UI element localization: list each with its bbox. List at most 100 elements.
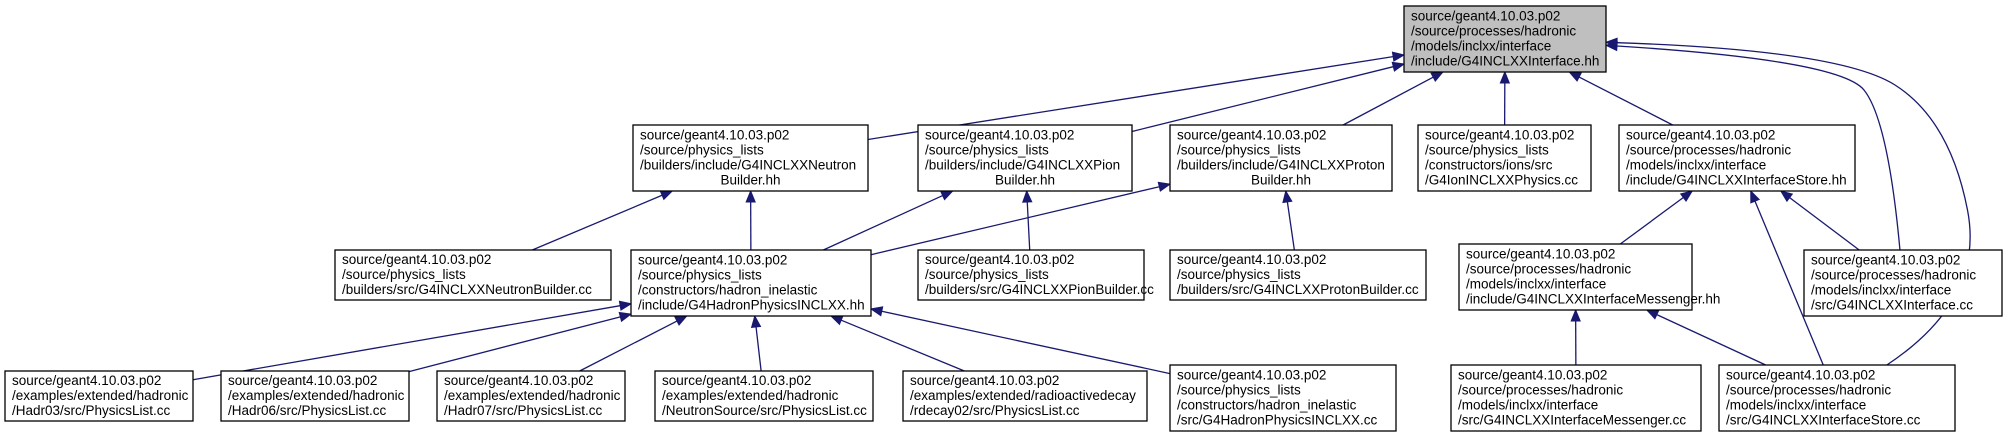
arrowhead bbox=[1750, 189, 1761, 204]
node-box bbox=[1718, 364, 1956, 432]
edge-interface-messenger-hh-to-interface-store-hh bbox=[1619, 190, 1694, 245]
edge-hadron-physics-hh-to-proton-builder-hh bbox=[870, 181, 1172, 256]
node-box bbox=[1450, 364, 1702, 432]
edge-line bbox=[1578, 76, 1673, 126]
edge-line bbox=[823, 194, 943, 251]
edge-interface-cc-to-interface-store-hh bbox=[1779, 190, 1860, 251]
node-neutron-source[interactable]: source/geant4.10.03.p02/examples/extende… bbox=[654, 370, 874, 422]
node-pion-builder-cc[interactable]: source/geant4.10.03.p02/source/physics_l… bbox=[917, 249, 1154, 301]
edge-line bbox=[870, 186, 1160, 256]
node-label-line: source/geant4.10.03.p02 bbox=[1177, 252, 1326, 267]
node-label-line: /src/G4INCLXXInterface.cc bbox=[1811, 298, 1973, 313]
edge-line bbox=[755, 326, 762, 372]
arrowhead bbox=[1282, 189, 1293, 204]
node-hadr07[interactable]: source/geant4.10.03.p02/examples/extende… bbox=[436, 370, 626, 422]
edge-line bbox=[1656, 314, 1766, 366]
arrowhead bbox=[1430, 71, 1445, 83]
node-label-line: /examples/extended/radioactivedecay bbox=[910, 388, 1136, 403]
arrowhead bbox=[1779, 190, 1794, 203]
node-hadron-physics-hh[interactable]: source/geant4.10.03.p02/source/physics_l… bbox=[630, 249, 872, 317]
node-hadr03[interactable]: source/geant4.10.03.p02/examples/extende… bbox=[4, 370, 194, 422]
node-interface-messenger-hh[interactable]: source/geant4.10.03.p02/source/processes… bbox=[1458, 243, 1720, 311]
arrowhead bbox=[1604, 37, 1618, 48]
node-label-line: source/geant4.10.03.p02 bbox=[1466, 247, 1615, 262]
arrowhead bbox=[659, 190, 674, 201]
node-proton-builder-hh[interactable]: source/geant4.10.03.p02/source/physics_l… bbox=[1169, 124, 1393, 192]
node-proton-builder-cc[interactable]: source/geant4.10.03.p02/source/physics_l… bbox=[1169, 249, 1427, 301]
node-label-line: /builders/include/G4INCLXXProton bbox=[1177, 158, 1385, 173]
node-label-line: source/geant4.10.03.p02 bbox=[910, 373, 1059, 388]
edge-proton-builder-cc-to-proton-builder-hh bbox=[1282, 189, 1296, 251]
node-label-line: /source/physics_lists bbox=[1177, 143, 1301, 158]
node-label-line: /builders/include/G4INCLXXPion bbox=[925, 158, 1120, 173]
node-label-line: /source/processes/hadronic bbox=[1811, 268, 1976, 283]
node-interface-store-cc[interactable]: source/geant4.10.03.p02/source/processes… bbox=[1718, 364, 1956, 432]
arrowhead bbox=[1645, 309, 1660, 320]
edge-rdecay02-to-hadron-physics-hh bbox=[829, 315, 965, 372]
node-label-line: source/geant4.10.03.p02 bbox=[228, 373, 377, 388]
arrowhead bbox=[1391, 61, 1406, 72]
edge-line bbox=[1616, 45, 1901, 251]
node-label-line: /constructors/ions/src bbox=[1425, 158, 1553, 173]
edge-line bbox=[1286, 201, 1296, 251]
node-box bbox=[917, 249, 1145, 301]
edge-interface-messenger-cc-to-interface-messenger-hh bbox=[1570, 308, 1581, 366]
node-label-line: source/geant4.10.03.p02 bbox=[1177, 368, 1326, 383]
arrowhead bbox=[1679, 190, 1694, 203]
edge-line bbox=[881, 310, 1171, 375]
node-label-line: source/geant4.10.03.p02 bbox=[638, 253, 787, 268]
node-label-line: /source/processes/hadronic bbox=[1458, 383, 1623, 398]
edge-hadron-physics-hh-to-pion-builder-hh bbox=[823, 190, 954, 251]
node-label-line: /models/inclxx/interface bbox=[1411, 39, 1551, 54]
node-box bbox=[1169, 249, 1427, 301]
node-root[interactable]: source/geant4.10.03.p02/source/processes… bbox=[1403, 5, 1607, 73]
arrowhead bbox=[618, 300, 633, 311]
node-label-line: Builder.hh bbox=[720, 173, 780, 188]
node-label-line: source/geant4.10.03.p02 bbox=[925, 128, 1074, 143]
edge-pion-builder-hh-to-root bbox=[1131, 61, 1406, 133]
arrowhead bbox=[1157, 181, 1172, 192]
edge-neutron-source-to-hadron-physics-hh bbox=[750, 314, 762, 372]
node-neutron-builder-cc[interactable]: source/geant4.10.03.p02/source/physics_l… bbox=[334, 249, 612, 301]
node-label-line: source/geant4.10.03.p02 bbox=[342, 252, 491, 267]
node-interface-store-hh[interactable]: source/geant4.10.03.p02/source/processes… bbox=[1618, 124, 1856, 192]
node-label-line: /examples/extended/hadronic bbox=[228, 388, 405, 403]
node-label-line: /rdecay02/src/PhysicsList.cc bbox=[910, 403, 1080, 418]
node-hadron-physics-cc[interactable]: source/geant4.10.03.p02/source/physics_l… bbox=[1169, 364, 1397, 432]
node-label-line: /source/processes/hadronic bbox=[1626, 143, 1791, 158]
node-label-line: source/geant4.10.03.p02 bbox=[1425, 128, 1574, 143]
node-interface-messenger-cc[interactable]: source/geant4.10.03.p02/source/processes… bbox=[1450, 364, 1702, 432]
node-label-line: Builder.hh bbox=[1251, 173, 1311, 188]
node-label-line: /source/processes/hadronic bbox=[1726, 383, 1891, 398]
edge-hadron-physics-hh-to-neutron-builder-hh bbox=[745, 189, 756, 251]
node-label-line: /source/physics_lists bbox=[342, 267, 466, 282]
node-label-line: source/geant4.10.03.p02 bbox=[1626, 128, 1775, 143]
arrowhead bbox=[674, 315, 688, 326]
node-rdecay02[interactable]: source/geant4.10.03.p02/examples/extende… bbox=[902, 370, 1148, 422]
arrowhead bbox=[869, 306, 884, 317]
node-label-line: /examples/extended/hadronic bbox=[662, 388, 839, 403]
edge-hadr07-to-hadron-physics-hh bbox=[579, 315, 688, 372]
edge-line bbox=[1616, 42, 1971, 366]
node-box bbox=[334, 249, 612, 301]
edge-line bbox=[1619, 197, 1684, 245]
node-interface-cc[interactable]: source/geant4.10.03.p02/source/processes… bbox=[1803, 249, 2003, 317]
node-box bbox=[1169, 124, 1393, 192]
node-label-line: source/geant4.10.03.p02 bbox=[12, 373, 161, 388]
node-box bbox=[1169, 364, 1397, 432]
node-label-line: /G4IonINCLXXPhysics.cc bbox=[1425, 173, 1578, 188]
edge-interface-store-hh-to-root bbox=[1568, 71, 1673, 126]
node-label-line: source/geant4.10.03.p02 bbox=[1177, 128, 1326, 143]
node-pion-builder-hh[interactable]: source/geant4.10.03.p02/source/physics_l… bbox=[917, 124, 1133, 192]
arrowhead bbox=[1391, 51, 1406, 62]
node-ion-physics-cc[interactable]: source/geant4.10.03.p02/source/physics_l… bbox=[1417, 124, 1592, 192]
node-label-line: /models/inclxx/interface bbox=[1626, 158, 1766, 173]
node-label-line: /include/G4INCLXXInterface.hh bbox=[1411, 54, 1599, 69]
arrowhead bbox=[745, 189, 756, 203]
edge-line bbox=[192, 305, 621, 381]
node-hadr06[interactable]: source/geant4.10.03.p02/examples/extende… bbox=[220, 370, 410, 422]
node-label-line: /source/physics_lists bbox=[1177, 267, 1301, 282]
edge-line bbox=[1131, 66, 1394, 133]
node-label-line: source/geant4.10.03.p02 bbox=[1458, 368, 1607, 383]
node-neutron-builder-hh[interactable]: source/geant4.10.03.p02/source/physics_l… bbox=[632, 124, 869, 192]
